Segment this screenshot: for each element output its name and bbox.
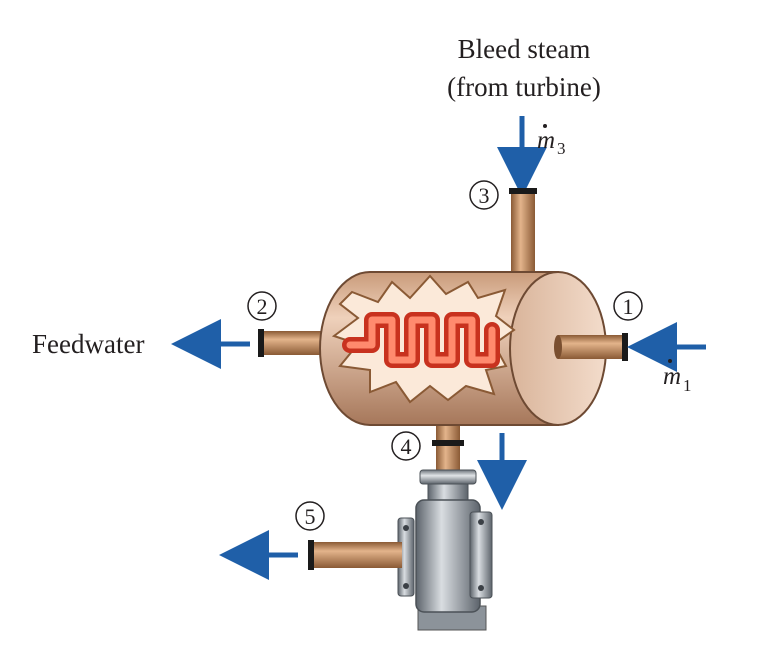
svg-text:4: 4 xyxy=(401,434,412,459)
pipe-1 xyxy=(558,335,626,359)
state-3-marker: 3 xyxy=(469,180,499,210)
svg-text:3: 3 xyxy=(479,183,490,208)
state-2-marker: 2 xyxy=(247,291,277,321)
svg-text:1: 1 xyxy=(623,294,634,319)
state-1-marker: 1 xyxy=(613,291,643,321)
svg-text:3: 3 xyxy=(557,139,566,158)
m1-label: m 1 xyxy=(663,359,692,395)
svg-text:1: 1 xyxy=(683,376,692,395)
state-5-marker: 5 xyxy=(295,501,325,531)
svg-text:5: 5 xyxy=(305,504,316,529)
from-turbine-label: (from turbine) xyxy=(447,72,601,102)
pump xyxy=(397,469,493,631)
pipe-5 xyxy=(312,542,402,568)
svg-text:m: m xyxy=(537,127,555,154)
bleed-steam-label: Bleed steam xyxy=(458,34,591,64)
state-4-marker: 4 xyxy=(391,431,421,461)
m3-label: m 3 xyxy=(537,124,566,158)
svg-text:2: 2 xyxy=(257,294,268,319)
feedwater-label: Feedwater xyxy=(32,329,144,359)
svg-text:m: m xyxy=(663,363,681,390)
